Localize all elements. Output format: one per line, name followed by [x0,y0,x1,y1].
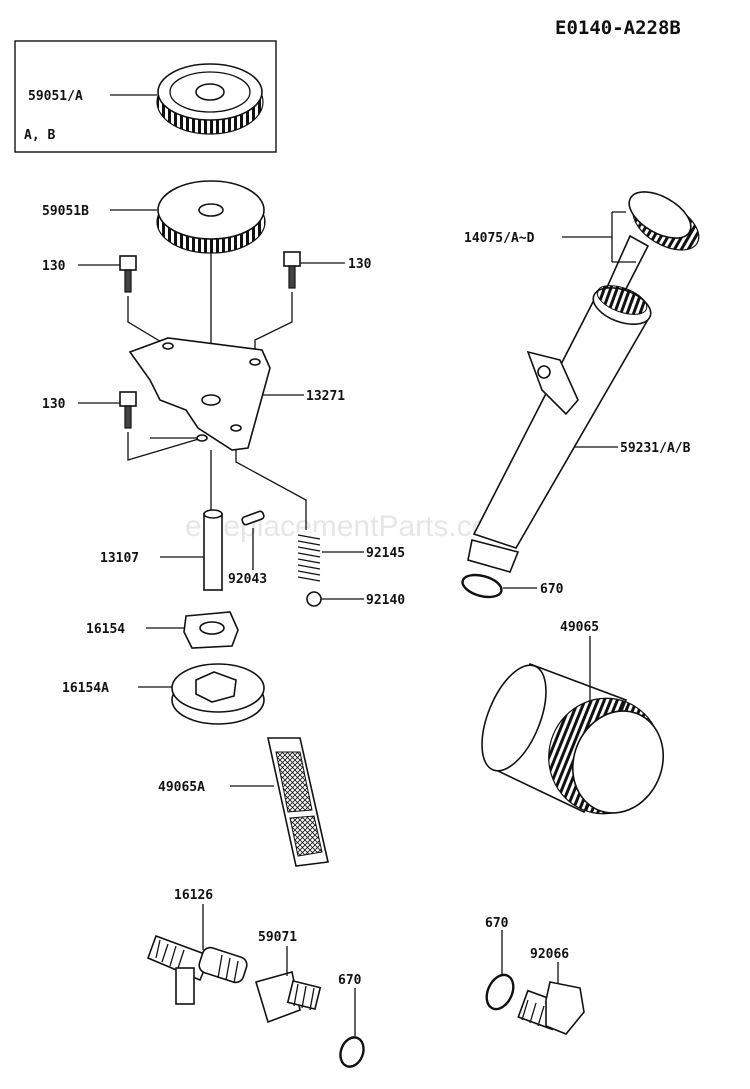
label-gear-a: 59051/A [28,89,83,104]
label-plate: 13271 [306,389,345,404]
label-oring-right: 670 [485,916,509,931]
label-inner-rotor: 16154 [86,622,125,637]
oil-filter-49065 [481,662,665,815]
inner-rotor-16154 [183,611,239,649]
nipple-59071 [254,971,322,1024]
bolt-upper-right [283,251,301,289]
label-bolt-lower-left: 130 [42,397,66,412]
label-filler-tube: 59231/A/B [620,441,691,456]
label-bolt-upper-right: 130 [348,257,372,272]
label-ball: 92140 [366,593,405,608]
watermark-text: eReplacementParts.com [185,510,513,543]
inset-box: A, B [14,40,277,153]
label-oring-tube: 670 [540,582,564,597]
fitting-16126 [146,934,248,1005]
label-nipple: 59071 [258,930,297,945]
label-drain-plug: 92066 [530,947,569,962]
label-gear-b: 59051B [42,204,89,219]
label-fitting: 16126 [174,888,213,903]
pin-92043 [241,510,265,526]
bolt-upper-left [119,255,137,293]
pump-plate-13271 [128,337,271,451]
spring-92145 [297,532,321,582]
label-outer-rotor: 16154A [62,681,109,696]
label-bolt-upper-left: 130 [42,259,66,274]
label-dipstick: 14075/A~D [464,231,535,246]
oring-670-tube [461,573,503,599]
label-oring-bottom: 670 [338,973,362,988]
gear-59051-a [156,63,264,135]
label-oil-filter: 49065 [560,620,599,635]
label-pin: 92043 [228,572,267,587]
label-shaft: 13107 [100,551,139,566]
inset-note: A, B [24,128,55,143]
oring-670-right [485,973,515,1011]
ball-92140 [306,591,322,607]
label-spring: 92145 [366,546,405,561]
shaft-13107 [203,509,223,591]
oring-670-bottom [339,1036,365,1068]
oil-screen-49065a [267,737,329,867]
bolt-lower-left [119,391,137,429]
drain-plug-92066 [517,981,585,1035]
diagram-code: E0140-A228B [555,17,681,39]
gear-59051b [156,180,266,254]
label-screen: 49065A [158,780,205,795]
outer-rotor-16154a [171,663,265,725]
filler-tube-59231 [467,285,652,573]
